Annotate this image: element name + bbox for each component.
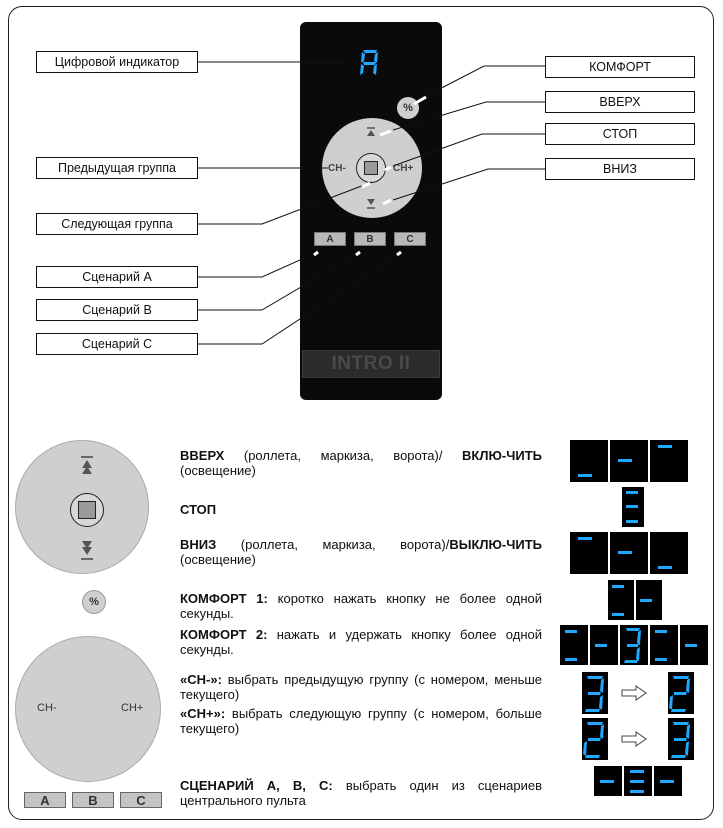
percent-button[interactable]: %: [397, 97, 419, 119]
desc-comfort1-text: коротко нажать кнопку не более одной сек…: [180, 591, 543, 621]
desc-ch-minus-title: «CH-»:: [180, 672, 222, 687]
stop-button[interactable]: [364, 161, 378, 175]
legend-percent-button: %: [82, 590, 106, 614]
desc-comfort1: КОМФОРТ 1: коротко нажать кнопку не боле…: [180, 591, 542, 621]
diagram-frame: [8, 6, 714, 820]
desc-scenarios-text: выбрать один из сценариев центрального п…: [180, 778, 542, 808]
legend-stop-button: [78, 501, 96, 519]
desc-ch-minus: «CH-»: выбрать предыдущую группу (с номе…: [180, 672, 542, 702]
desc-comfort2-title: КОМФОРТ 2:: [180, 627, 268, 642]
desc-stop: СТОП: [180, 502, 542, 517]
scenario-a-button[interactable]: A: [314, 232, 346, 246]
desc-ch-plus-text: выбрать следующую группу (с номером, бол…: [180, 706, 542, 736]
label-next-group: Следующая группа: [36, 213, 198, 235]
arrow-right-icon: [621, 685, 647, 701]
desc-ch-plus-title: «CH+»:: [180, 706, 226, 721]
desc-down-title: ВНИЗ: [180, 537, 217, 552]
label-prev-group: Предыдущая группа: [36, 157, 198, 179]
label-scenario-a: Сценарий A: [36, 266, 198, 288]
desc-off-text: (освещение): [180, 552, 256, 567]
desc-scenarios-title: СЦЕНАРИЙ A, B, C:: [180, 778, 333, 793]
desc-on-text: (освещение): [180, 463, 256, 478]
scenario-c-button[interactable]: C: [394, 232, 426, 246]
legend-scenario-a-button: A: [24, 792, 66, 808]
up-arrow-icon[interactable]: [364, 126, 378, 140]
scenario-b-button[interactable]: B: [354, 232, 386, 246]
legend-scenario-c-button: C: [120, 792, 162, 808]
ch-plus-button[interactable]: CH+: [393, 163, 414, 174]
label-scenario-b: Сценарий B: [36, 299, 198, 321]
label-scenario-c: Сценарий C: [36, 333, 198, 355]
segment-digit-3: [624, 628, 641, 663]
desc-up-text: (роллета, маркиза, ворота)/: [224, 448, 463, 463]
ch-minus-button[interactable]: CH-: [328, 163, 346, 174]
legend-ch-ring: [15, 636, 161, 782]
desc-down: ВНИЗ (роллета, маркиза, ворота)/ВЫКЛЮ-ЧИ…: [180, 537, 542, 567]
desc-scenarios: СЦЕНАРИЙ A, B, C: выбрать один из сценар…: [180, 778, 542, 808]
legend-ch-plus-label: CH+: [121, 702, 144, 714]
desc-up: ВВЕРХ (роллета, маркиза, ворота)/ ВКЛЮ-Ч…: [180, 448, 542, 478]
legend-down-arrow-icon: [81, 541, 93, 560]
label-digital-indicator: Цифровой индикатор: [36, 51, 198, 73]
desc-comfort2: КОМФОРТ 2: нажать и удержать кнопку боле…: [180, 627, 542, 657]
desc-down-text: (роллета, маркиза, ворота)/: [216, 537, 450, 552]
label-comfort: КОМФОРТ: [545, 56, 695, 78]
desc-stop-title: СТОП: [180, 502, 217, 517]
desc-ch-plus: «CH+»: выбрать следующую группу (с номер…: [180, 706, 542, 736]
desc-off-title: ВЫКЛЮ-ЧИТЬ: [449, 537, 542, 552]
down-arrow-icon[interactable]: [364, 196, 378, 210]
desc-comfort2-text: нажать и удержать кнопку более одной сек…: [180, 627, 543, 657]
desc-on-title: ВКЛЮ-ЧИТЬ: [462, 448, 542, 463]
segment-display-illustrations: [560, 440, 708, 796]
legend-ch-minus-label: CH-: [37, 702, 57, 714]
legend-up-arrow-icon: [81, 456, 93, 474]
label-up: ВВЕРХ: [545, 91, 695, 113]
label-down: ВНИЗ: [545, 158, 695, 180]
desc-up-title: ВВЕРХ: [180, 448, 225, 463]
arrow-right-icon: [621, 731, 647, 747]
brand-plate: INTRO II: [302, 350, 440, 378]
desc-comfort1-title: КОМФОРТ 1:: [180, 591, 268, 606]
legend-scenario-b-button: B: [72, 792, 114, 808]
label-stop: СТОП: [545, 123, 695, 145]
display-digit-a: [360, 50, 378, 75]
desc-ch-minus-text: выбрать предыдущую группу (с номером, ме…: [180, 672, 542, 702]
